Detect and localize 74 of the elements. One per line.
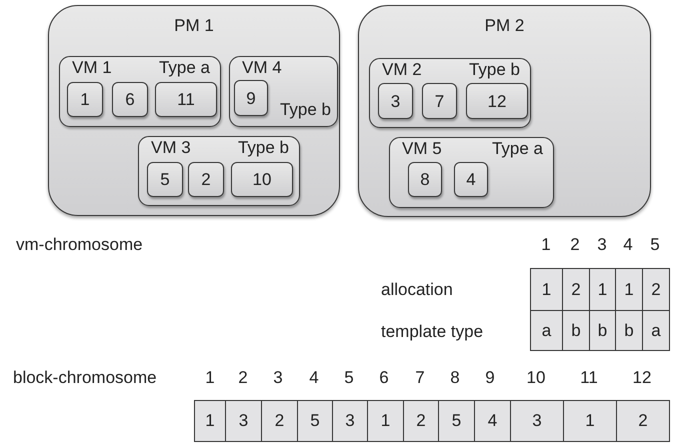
index-number: 7: [414, 368, 426, 388]
index-number: 10: [526, 368, 546, 388]
gene-cell: 2: [642, 268, 670, 311]
gene-cell: 3: [510, 400, 564, 442]
index-number: 12: [632, 368, 652, 388]
block-box: 2: [188, 162, 224, 197]
machine-label: VM 4: [242, 58, 282, 78]
machine-label: VM 2: [382, 60, 422, 80]
machine-label: PM 2: [484, 16, 526, 36]
block-box: 11: [155, 82, 217, 117]
row-label: block-chromosome: [13, 368, 157, 388]
block-box: 4: [454, 162, 488, 197]
index-number: 5: [343, 368, 355, 388]
type-label: Type a: [158, 58, 210, 78]
gene-cell: b: [562, 310, 590, 351]
row-label: vm-chromosome: [16, 235, 143, 255]
index-number: 8: [449, 368, 461, 388]
virtual-machine-box: [229, 56, 338, 127]
index-number: 6: [378, 368, 390, 388]
block-box: 3: [378, 83, 413, 119]
block-box: 7: [422, 83, 457, 119]
block-box: 10: [231, 162, 293, 197]
gene-cell: 5: [438, 400, 475, 442]
type-label: Type b: [280, 100, 331, 120]
block-box: 5: [147, 162, 183, 197]
index-number: 3: [596, 235, 608, 255]
physical-machine-box: [358, 5, 651, 217]
gene-cell: 5: [297, 400, 333, 442]
gene-cell: 1: [589, 268, 616, 311]
row-label: allocation: [381, 280, 453, 300]
gene-cell: 3: [225, 400, 262, 442]
gene-cell: 2: [562, 268, 590, 311]
index-number: 1: [540, 235, 552, 255]
index-number: 2: [569, 235, 581, 255]
gene-cell: 2: [616, 400, 670, 442]
gene-cell: b: [615, 310, 643, 351]
index-number: 4: [308, 368, 320, 388]
gene-cell: a: [642, 310, 670, 351]
machine-label: VM 3: [151, 138, 191, 158]
index-number: 2: [237, 368, 249, 388]
type-label: Type b: [238, 138, 289, 158]
block-box: 1: [67, 82, 103, 117]
virtual-machine-box: [369, 58, 531, 128]
block-box: 6: [112, 82, 148, 117]
gene-cell: 3: [332, 400, 368, 442]
index-number: 4: [622, 235, 634, 255]
gene-cell: 1: [530, 268, 563, 311]
gene-cell: 4: [474, 400, 511, 442]
type-label: Type a: [492, 139, 543, 159]
gene-cell: a: [530, 310, 563, 351]
index-number: 11: [579, 368, 599, 388]
index-number: 1: [204, 368, 216, 388]
gene-cell: 1: [615, 268, 643, 311]
block-box: 12: [466, 83, 528, 119]
block-box: 8: [408, 162, 442, 197]
virtual-machine-box: [138, 136, 300, 206]
machine-label: PM 1: [173, 16, 215, 36]
gene-cell: 1: [194, 400, 226, 442]
machine-label: VM 1: [72, 58, 112, 78]
gene-cell: b: [589, 310, 616, 351]
physical-machine-box: [48, 5, 340, 216]
virtual-machine-box: [59, 56, 221, 127]
gene-cell: 1: [563, 400, 617, 442]
index-number: 3: [272, 368, 284, 388]
index-number: 5: [649, 235, 661, 255]
gene-cell: 2: [403, 400, 439, 442]
gene-cell: 1: [367, 400, 404, 442]
index-number: 9: [484, 368, 496, 388]
gene-cell: 2: [261, 400, 298, 442]
type-label: Type b: [468, 60, 520, 80]
row-label: template type: [381, 322, 484, 342]
block-box: 9: [234, 80, 268, 116]
machine-label: VM 5: [402, 139, 442, 159]
virtual-machine-box: [389, 137, 554, 208]
